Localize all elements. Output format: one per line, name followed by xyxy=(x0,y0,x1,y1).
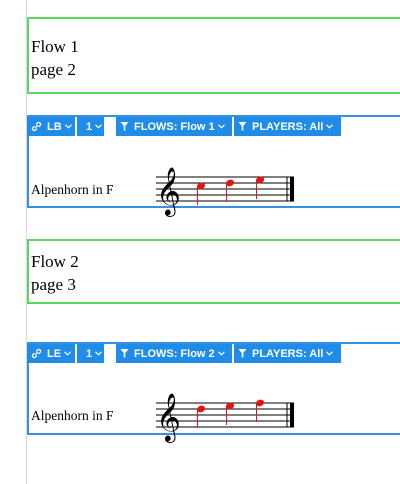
treble-clef-icon: 𝄞 xyxy=(156,392,181,443)
notes xyxy=(196,176,265,205)
page-margin-line xyxy=(26,0,27,484)
staff-lines xyxy=(156,176,294,202)
note-head[interactable] xyxy=(255,399,265,408)
chevron-down-icon xyxy=(326,124,334,129)
final-barline-thick xyxy=(290,177,294,201)
chevron-down-icon xyxy=(95,124,103,129)
chevron-down-icon xyxy=(64,124,72,129)
flow-2-title-frame[interactable]: Flow 2 page 3 xyxy=(27,239,400,304)
flow-1-flows-filter-button[interactable]: FLOWS: Flow 1 xyxy=(116,117,232,136)
note-head[interactable] xyxy=(196,182,206,191)
flow-2-music-frame[interactable]: Alpenhorn in F xyxy=(27,342,400,435)
flow-1-players-label: PLAYERS: All xyxy=(252,120,324,133)
flow-1-flows-label: FLOWS: Flow 1 xyxy=(134,120,215,133)
flow-1-number-label: 1 xyxy=(86,120,93,133)
chevron-down-icon xyxy=(326,351,334,356)
filter-icon xyxy=(238,121,247,132)
flow-1-page: page 2 xyxy=(31,60,76,79)
staff-lines xyxy=(156,402,294,428)
flow-2-flows-label: FLOWS: Flow 2 xyxy=(134,347,215,360)
flow-1-title: Flow 1 xyxy=(31,37,79,56)
note-head[interactable] xyxy=(255,176,265,185)
flow-2-frame-toolbar: LE 1 FLOWS: Flow 2 PLAYERS: All xyxy=(27,344,343,363)
filter-icon xyxy=(120,348,129,359)
link-icon xyxy=(31,121,42,132)
flow-2-page: page 3 xyxy=(31,275,76,294)
filter-icon xyxy=(238,348,247,359)
chevron-down-icon xyxy=(217,124,225,129)
flow-2-chain-label: LE xyxy=(47,347,62,360)
notes xyxy=(196,399,265,428)
flow-1-gap xyxy=(106,117,114,136)
flow-2-number-label: 1 xyxy=(86,347,93,360)
note-head[interactable] xyxy=(196,405,206,414)
flow-2-flows-filter-button[interactable]: FLOWS: Flow 2 xyxy=(116,344,232,363)
flow-2-players-filter-button[interactable]: PLAYERS: All xyxy=(234,344,341,363)
link-icon xyxy=(31,348,42,359)
flow-2-players-label: PLAYERS: All xyxy=(252,347,324,360)
flow-1-frame-toolbar: LB 1 FLOWS: Flow 1 PLAYERS: All xyxy=(27,117,343,136)
note-head[interactable] xyxy=(225,179,235,188)
flow-1-frame-number-button[interactable]: 1 xyxy=(77,117,104,136)
filter-icon xyxy=(120,121,129,132)
flow-2-title: Flow 2 xyxy=(31,252,79,271)
flow-1-instrument-name: Alpenhorn in F xyxy=(31,182,114,197)
flow-2-instrument-name: Alpenhorn in F xyxy=(31,408,114,423)
flow-1-title-frame[interactable]: Flow 1 page 2 xyxy=(27,17,400,94)
flow-2-gap xyxy=(106,344,114,363)
flow-1-music-frame[interactable]: Alpenhorn in F xyxy=(27,115,400,208)
final-barline-thick xyxy=(290,403,294,427)
chevron-down-icon xyxy=(217,351,225,356)
treble-clef-icon: 𝄞 xyxy=(156,166,181,217)
flow-1-chain-label: LB xyxy=(47,120,62,133)
flow-1-players-filter-button[interactable]: PLAYERS: All xyxy=(234,117,341,136)
chevron-down-icon xyxy=(64,351,71,356)
note-head[interactable] xyxy=(225,402,235,411)
chevron-down-icon xyxy=(95,351,103,356)
flow-2-frame-number-button[interactable]: 1 xyxy=(77,344,104,363)
flow-2-staff[interactable]: 𝄞 xyxy=(154,391,299,443)
flow-1-staff[interactable]: 𝄞 xyxy=(154,165,299,217)
flow-1-frame-chain-button[interactable]: LB xyxy=(27,117,75,136)
flow-2-frame-chain-button[interactable]: LE xyxy=(27,344,75,363)
